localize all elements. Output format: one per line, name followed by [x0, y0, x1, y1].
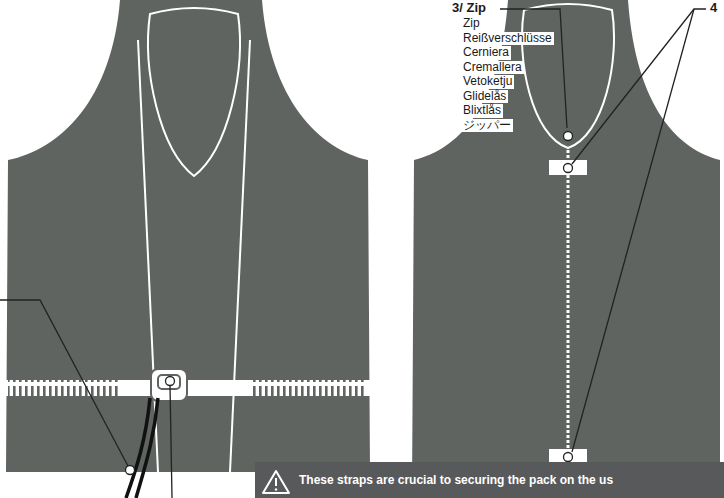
leader-line [170, 386, 172, 498]
leader-dot [564, 164, 573, 173]
vest-open [6, 0, 370, 472]
front-edge [230, 40, 250, 472]
buckle-slot [158, 375, 180, 389]
reflective-strip [8, 380, 120, 396]
leader-dot [564, 453, 573, 462]
cord [126, 398, 150, 498]
zip-tab [549, 160, 587, 175]
leader-line [572, 9, 694, 452]
collar-outline [148, 8, 240, 176]
zip [567, 150, 570, 492]
leader-line [572, 9, 706, 164]
translation: Glidelås [461, 90, 508, 104]
section-heading: 3/ Zip [450, 1, 488, 16]
warning-text: These straps are crucial to securing the… [299, 473, 714, 487]
leader-dot [166, 377, 175, 386]
translation: Cremallera [461, 61, 524, 75]
warning-box: These straps are crucial to securing the… [255, 462, 724, 498]
callout-number: 4 [708, 1, 719, 16]
translation: ジッパー [461, 119, 513, 133]
leader-line [0, 300, 128, 466]
translation: Blixtlås [461, 104, 503, 118]
buckle [151, 369, 187, 401]
translation: Cerniera [461, 46, 511, 60]
collar-outline [522, 4, 614, 148]
reflective-strip [252, 380, 366, 396]
translation: Vetoketju [461, 75, 514, 89]
cord [136, 398, 158, 498]
leader-dot [126, 466, 135, 475]
translation: Reißverschlüsse [461, 32, 554, 46]
vest-zipped [412, 0, 720, 492]
leader-dot [564, 132, 573, 141]
translation: Zip [461, 17, 482, 31]
